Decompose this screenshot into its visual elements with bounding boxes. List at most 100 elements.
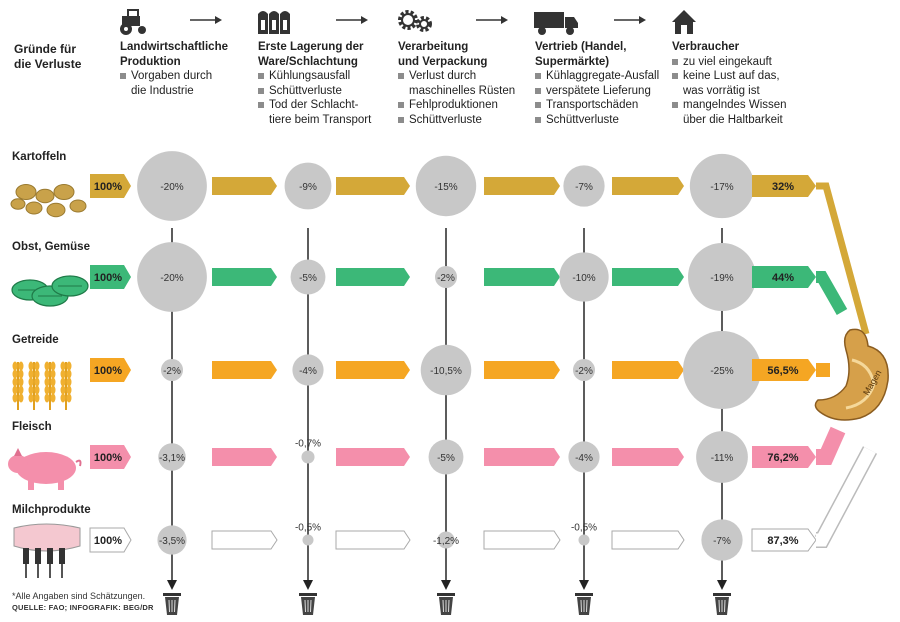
stage-reason-item: Kühlungsausfall [258,69,408,84]
loss-circle [689,153,755,219]
row-milchprodukte: Milchprodukte 100% -3,5% -0,5% -1,2% -0,5% -7%… [12,504,817,561]
flow-segment [336,177,410,195]
loss-label: -2% [437,273,455,284]
flow-segment [212,268,277,286]
flow-segment [612,448,684,466]
stage-reason-item: zu viel eingekauft [672,55,822,70]
stage-column-4: Vertrieb (Handel, Supermärkte)Kühlaggreg… [535,40,685,127]
loss-bubble: -2% [572,358,596,382]
stage-reason-item: Transportschäden [535,98,685,113]
loss-label: -20% [160,182,183,193]
stage-reason-item: keine Lust auf das, [672,69,822,84]
loss-bubble: -7% [563,165,605,207]
loss-circle [563,165,605,207]
loss-bubble: -1,2% [433,531,459,549]
wheat-icon [12,361,72,410]
gears-icon [398,10,432,32]
trash-bin-icon [437,593,455,615]
end-value: 44% [752,266,816,288]
loss-label: -17% [710,182,733,193]
loss-circle [683,331,761,409]
loss-bubble: -10,5% [420,344,472,396]
loss-label: -0,5% [295,522,321,533]
stage-reason-item: Schüttverluste [258,84,408,99]
end-value: 32% [752,175,816,197]
source-text: QUELLE: FAO; INFOGRAFIK: BEG/DR [12,603,154,612]
loss-bubble: -20% [137,242,207,312]
start-value: 100% [90,174,131,198]
loss-bubble: -2% [160,358,184,382]
cow-udder-icon [13,523,81,578]
house-icon [672,10,696,34]
loss-label: -0,7% [295,438,321,449]
stage-reason-item: über die Haltbarkeit [683,113,783,126]
loss-circle [160,358,184,382]
stage-arrow [190,16,222,24]
loss-bubble: -4% [292,354,324,386]
loss-label: -9% [299,182,317,193]
loss-label: -5% [437,453,455,464]
end-value: 87,3% [751,528,817,552]
loss-bubble: -15% [415,155,477,217]
loss-circle [290,259,326,295]
start-value-label: 100% [94,181,122,193]
flow-segment [212,361,277,379]
stage-arrow [614,16,646,24]
start-value-label: 100% [94,365,122,377]
vegetables-icon [11,275,89,307]
loss-bubble: -25% [683,331,761,409]
loss-bubble: -10% [559,252,609,302]
flow-segment [484,448,560,466]
loss-label: -7% [575,182,593,193]
stage-reason-item: Tod der Schlacht- [258,98,408,113]
loss-label: -15% [434,182,457,193]
loss-circle [158,443,186,471]
loss-circle [578,534,590,546]
stage-title: Verarbeitung und Verpackung [398,41,488,68]
loss-label: -3,1% [159,453,185,464]
trash-bin-icon [575,593,593,615]
end-value-label: 56,5% [767,365,798,377]
loss-circle [688,243,756,311]
flow-segment [484,361,560,379]
loss-bubble: -7% [701,519,743,561]
end-value-label: 32% [772,181,794,193]
loss-circle [157,525,187,555]
start-value-label: 100% [94,535,122,547]
loss-bubble: -0,5% [571,522,597,546]
stage-reason-item: Schüttverluste [398,113,548,128]
flow-segment [335,530,411,550]
potatoes-icon [10,184,87,218]
loss-circle [302,534,314,546]
stage-reason-item: verspätete Lieferung [535,84,685,99]
stage-title: Erste Lagerung der Ware/Schlachtung [258,41,364,68]
flow-segment [611,530,685,550]
row-label: Milchprodukte [12,504,91,516]
trash-bin-icon [713,593,731,615]
flow-segment [336,268,410,286]
loss-label: -2% [575,366,593,377]
end-value-label: 87,3% [767,535,798,547]
row-label: Getreide [12,334,59,346]
loss-circle [701,519,743,561]
flow-segment [336,448,410,466]
loss-label: -20% [160,273,183,284]
loss-bubble: -9% [284,162,332,210]
loss-bubble: -3,5% [157,525,187,555]
loss-circle [301,450,315,464]
flow-segment [612,177,684,195]
start-value: 100% [90,265,131,289]
loss-circle [137,242,207,312]
stage-reason-item: mangelndes Wissen [672,98,822,113]
stage-reason-item: Kühlaggregate-Ausfall [535,69,685,84]
loss-label: -11% [711,453,734,464]
stage-title: Landwirtschaftliche Produktion [120,41,228,68]
loss-bubble: -20% [137,151,207,221]
